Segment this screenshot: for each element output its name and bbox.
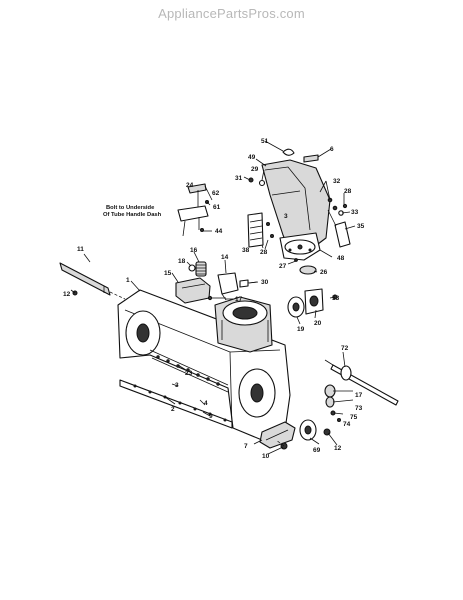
note-line-1: Bolt to Underside	[106, 205, 155, 211]
callout-27: 27	[279, 263, 287, 270]
shaft-hardware	[324, 384, 341, 422]
callout-19: 19	[297, 326, 305, 333]
callout-62: 62	[212, 190, 220, 197]
auger-shaft	[324, 359, 399, 406]
callout-11: 11	[77, 246, 84, 253]
callout-38: 38	[242, 247, 250, 254]
callout-28-top: 28	[344, 188, 352, 195]
bushing-18	[188, 264, 196, 272]
callout-31: 31	[235, 175, 243, 182]
leader-lines	[70, 140, 356, 455]
callout-4: 4	[204, 400, 208, 407]
callout-3-chute: 3	[284, 213, 288, 220]
callout-61: 61	[213, 204, 221, 211]
callout-12-right: 12	[334, 445, 342, 452]
callout-28-mid: 28	[260, 249, 268, 256]
callout-2: 2	[171, 406, 175, 413]
chute-49	[261, 159, 331, 261]
bolt-30	[239, 279, 258, 288]
callout-12-left: 12	[63, 291, 71, 298]
spring-16	[195, 261, 207, 277]
callout-44: 44	[215, 228, 223, 235]
callout-51: 51	[261, 138, 269, 145]
bracket-14	[217, 272, 239, 301]
callout-16: 16	[190, 247, 198, 254]
bolt-31	[248, 177, 254, 183]
nut-28-right	[342, 203, 348, 209]
callout-69: 69	[313, 447, 321, 454]
callout-35: 35	[357, 223, 365, 230]
callout-15: 15	[164, 270, 172, 277]
callout-20: 20	[314, 320, 322, 327]
callout-18: 18	[178, 258, 186, 265]
pin-6	[303, 154, 319, 163]
callout-32: 32	[333, 178, 341, 185]
callout-23: 23	[185, 370, 193, 377]
callout-33: 33	[351, 209, 359, 216]
callout-75: 75	[350, 414, 358, 421]
callout-17-top: 17	[235, 296, 243, 303]
callout-74: 74	[343, 421, 351, 428]
callout-48: 48	[337, 255, 345, 262]
callout-17-right: 17	[355, 392, 363, 399]
callout-3: 3	[175, 382, 179, 389]
skid-shoe	[259, 421, 296, 449]
auger-housing	[117, 289, 291, 441]
callout-73: 73	[355, 405, 363, 412]
ring-26	[299, 265, 317, 275]
tube-11	[59, 262, 126, 300]
callout-9: 9	[209, 413, 213, 420]
callout-72: 72	[341, 345, 349, 352]
bearing-69	[299, 419, 331, 441]
clip-51	[282, 148, 295, 156]
callout-14: 14	[221, 254, 229, 261]
watermark: AppliancePartsPros.com	[158, 6, 305, 21]
note-line-2: Of Tube Handle Dash	[103, 212, 162, 218]
callout-6: 6	[330, 146, 334, 153]
flange-20	[304, 288, 338, 315]
callout-24: 24	[186, 182, 194, 189]
callout-49: 49	[248, 154, 256, 161]
callout-10: 10	[262, 453, 270, 460]
scraper-bar	[119, 379, 233, 429]
bearing-19	[287, 296, 305, 318]
callout-29: 29	[251, 166, 259, 173]
bracket-61	[177, 200, 209, 237]
callout-53: 53	[332, 295, 340, 302]
chute-collar	[214, 296, 273, 353]
bolt-17	[207, 295, 226, 301]
crank-24	[187, 183, 207, 210]
callout-30: 30	[261, 279, 269, 286]
bracket-38	[247, 212, 274, 248]
callout-7: 7	[244, 443, 248, 450]
callout-1: 1	[126, 277, 130, 284]
callout-labels: 51 6 49 29 31 32 28 33 35 3 24 62 61 44 …	[63, 138, 365, 460]
gearbox-15	[175, 277, 211, 304]
callout-26: 26	[320, 269, 328, 276]
nut-29	[258, 179, 266, 187]
